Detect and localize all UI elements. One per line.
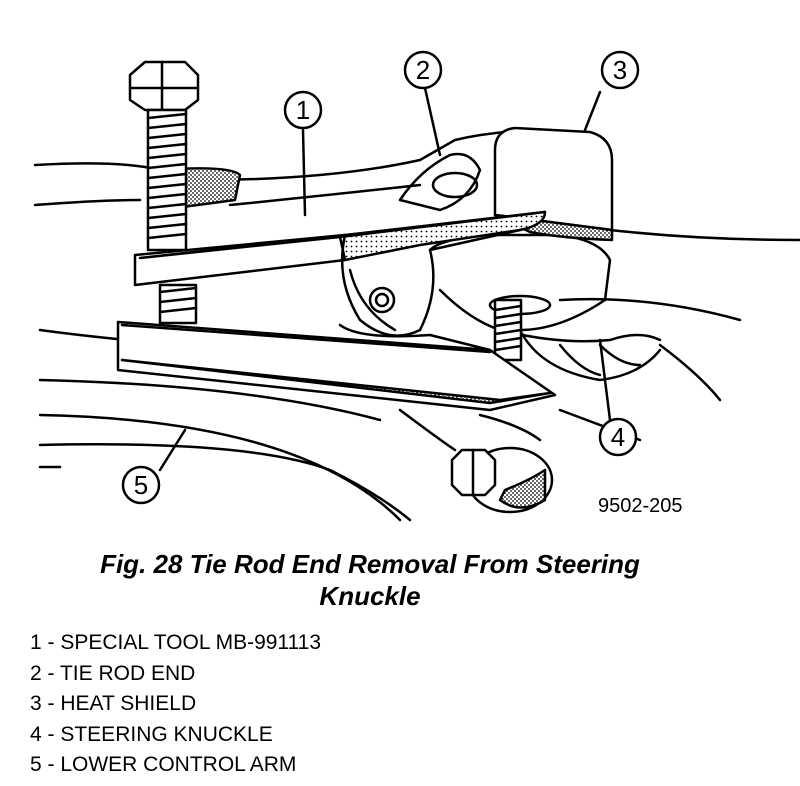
svg-text:2: 2 (416, 55, 430, 85)
forcing-screw (128, 60, 200, 325)
callout-5: 5 (121, 465, 161, 505)
svg-text:5: 5 (134, 470, 148, 500)
callout-3: 3 (600, 50, 640, 90)
caption-line-2: Knuckle (319, 581, 421, 611)
callout-1: 1 (283, 90, 323, 130)
leader-lines (158, 86, 612, 472)
lower-arm-nut (398, 408, 554, 514)
tie-rod-removal-illustration: 1 2 3 4 5 9502-205 (33, 50, 800, 522)
parts-legend: 1 - SPECIAL TOOL MB-991113 2 - TIE ROD E… (30, 628, 321, 781)
callout-2: 2 (403, 50, 443, 90)
knuckle-stud (493, 298, 523, 362)
caption-line-1: Fig. 28 Tie Rod End Removal From Steerin… (100, 549, 640, 579)
svg-text:4: 4 (611, 422, 625, 452)
legend-item: 3 - HEAT SHIELD (30, 692, 197, 715)
svg-text:3: 3 (613, 55, 627, 85)
tie-rod-end-shape (147, 152, 482, 212)
special-tool-shape (116, 210, 557, 412)
legend-item: 4 - STEERING KNUCKLE (30, 722, 273, 746)
background-lines (33, 129, 800, 522)
legend-item: 2 - TIE ROD END (30, 661, 196, 685)
callout-4: 4 (598, 417, 638, 457)
heat-shield-shape (493, 126, 614, 242)
figure-caption: Fig. 28 Tie Rod End Removal From Steerin… (0, 548, 740, 612)
legend-item: 1 - SPECIAL TOOL MB-991113 (30, 631, 322, 654)
svg-text:1: 1 (296, 95, 310, 125)
legend-item: 5 - LOWER CONTROL ARM (30, 753, 297, 776)
figure-code: 9502-205 (598, 495, 683, 517)
